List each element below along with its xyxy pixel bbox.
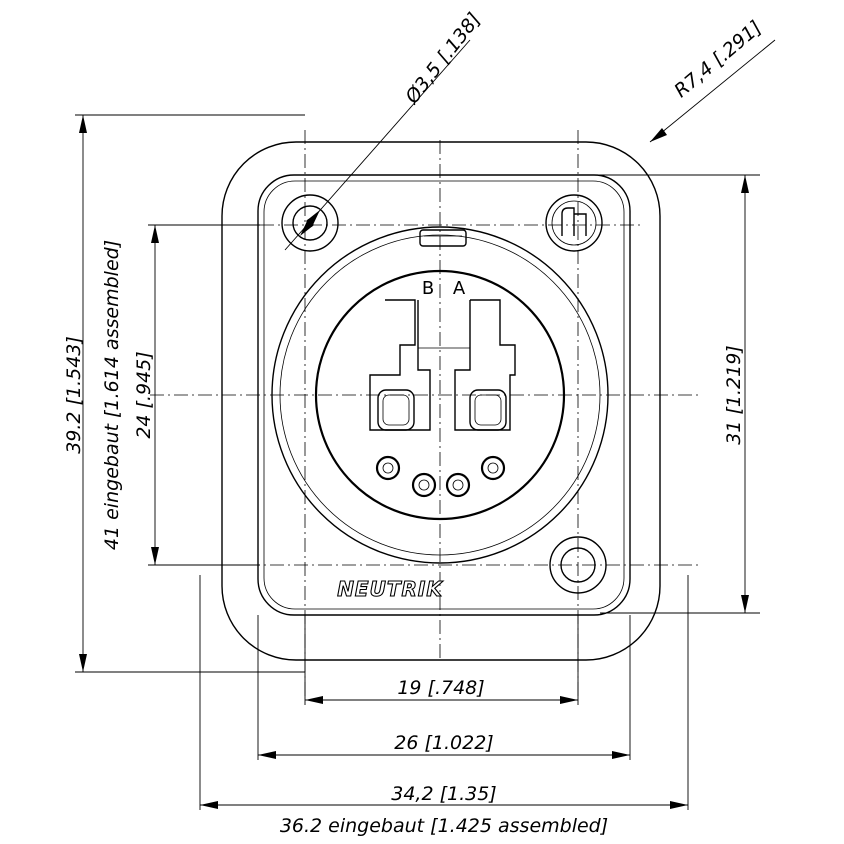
outer-flange [221,141,661,661]
dim-width-holes [305,696,578,704]
dim-height-holes-label: 31 [1.219] [723,345,745,444]
insert-face [314,269,566,521]
fiber-channel-b [369,299,431,431]
housing-ring [279,234,601,556]
housing-outer-ring [271,226,609,564]
latch [419,229,467,247]
dim-height-inner-label: 24 [.945] [133,351,155,438]
pin-label-b: B [422,278,434,299]
front-plate-inner-edge [263,180,625,610]
dim-height-holes [741,175,749,613]
dim-width-assembled-label: 36.2 eingebaut [1.425 assembled] [280,815,608,837]
dim-width-holes-label: 19 [.748] [397,677,484,699]
dim-height-assembled-label: 41 eingebaut [1.614 assembled] [101,240,123,550]
pin-label-a: A [453,278,466,299]
dim-hole-diameter-leader [284,39,471,251]
dim-hole-diameter-label: Ø3,5 [.138] [401,9,486,109]
contact-pins [375,455,506,498]
neutrik-logo-icon [545,194,603,252]
extension-lines [75,114,760,810]
dim-width-outer-label: 34,2 [1.35] [391,783,496,805]
dim-height-outer [79,115,87,672]
dim-width-panel [258,751,630,759]
fiber-channel-a [454,299,516,431]
dim-height-outer-label: 39.2 [1.543] [63,336,85,454]
dim-corner-radius-leader [649,39,776,143]
mounting-hole-bottom-right [549,536,607,594]
brand-marking: NEUTRIK [337,577,443,601]
mounting-hole-top-left [281,194,339,252]
dim-width-panel-label: 26 [1.022] [394,732,493,754]
front-plate [257,174,631,616]
dim-height-inner [151,225,159,565]
dim-width-outer [200,801,688,809]
